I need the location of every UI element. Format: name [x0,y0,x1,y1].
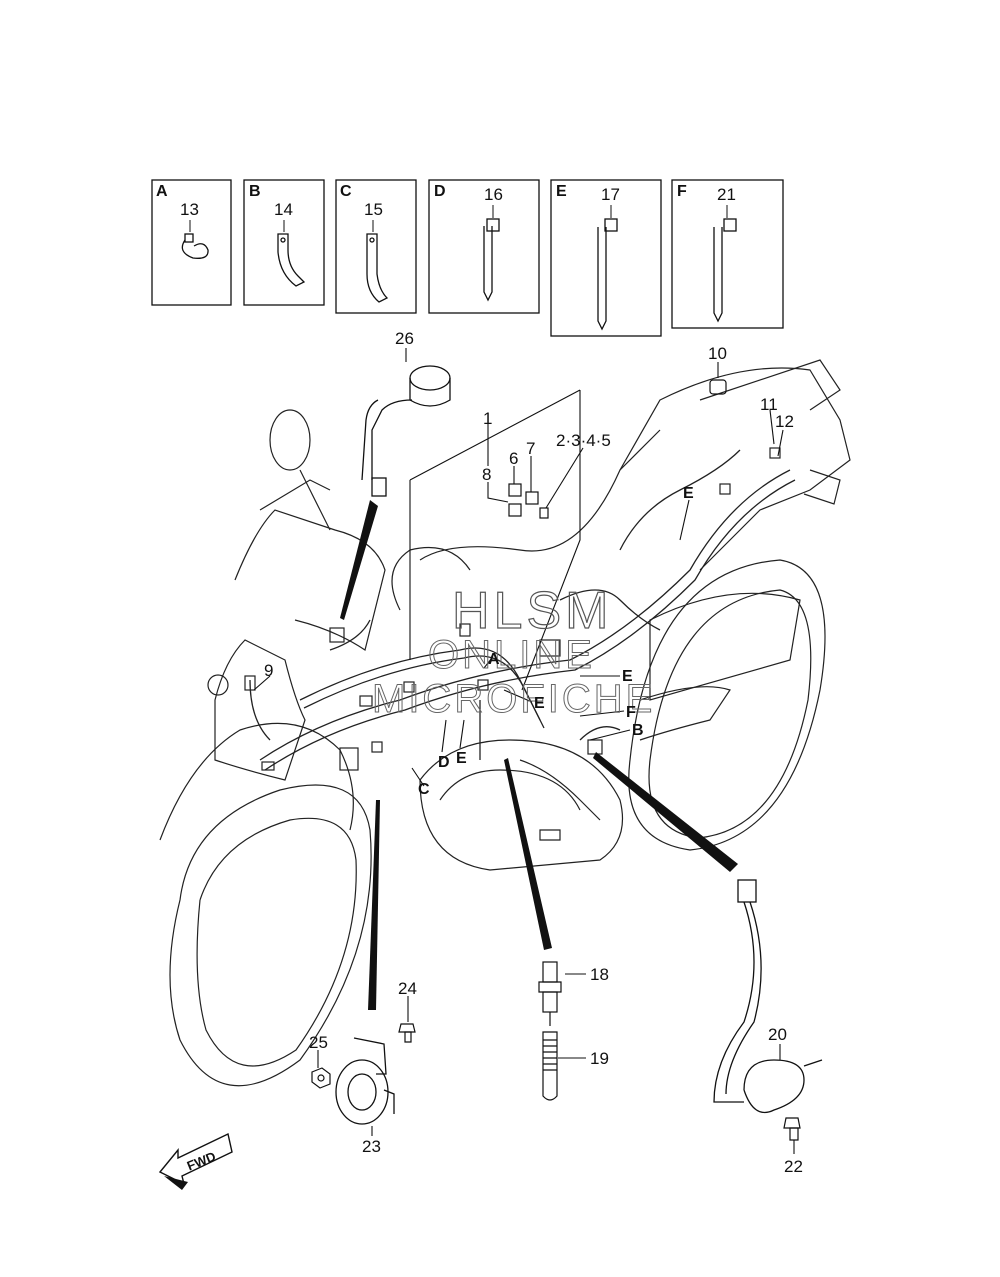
callout-7: 7 [526,439,535,458]
inset-part-17: 17 [601,185,620,204]
inset-letter-b: B [249,183,261,200]
pointer-wedges [340,500,738,1010]
callout-9: 9 [264,661,273,680]
inset-part-14: 14 [274,200,293,219]
inset-part-13: 13 [180,200,199,219]
callout-19: 19 [590,1049,609,1068]
wiring-harness [249,449,796,771]
bolt-22-icon [783,1117,801,1141]
watermark-line-3: MICROFICHE [372,677,655,721]
clamp-letter-d: D [438,754,450,771]
clamp-13-icon [181,233,209,259]
inset-part-21: 21 [717,185,736,204]
clamp-letter-a: A [488,651,500,668]
fwd-arrow-icon: FWD [158,1132,233,1190]
callout-23: 23 [362,1137,381,1156]
clamp-letter-e-mid: E [622,668,633,685]
inset-letter-f: F [677,183,687,200]
inset-box-f: F 21 [671,179,784,329]
sensor-20-icon [713,879,823,1114]
callout-8: 8 [482,465,491,484]
callout-12: 12 [775,412,794,431]
bolt-24-icon [398,1023,416,1043]
cable-tie-21-icon [713,218,737,323]
callout-11: 11 [760,395,778,414]
inset-box-b: B 14 [243,179,325,306]
cable-tie-17-icon [597,218,618,331]
motorcycle-outline [159,359,851,1087]
accessory-socket-26-icon [361,365,451,497]
callout-6: 6 [509,449,518,468]
inset-box-e: E 17 [550,179,662,337]
clamp-14-icon [277,233,306,287]
cable-tie-16-icon [483,218,500,302]
callout-labels: 26 1 2·3·4·5 6 7 8 9 10 11 12 18 19 20 2… [264,329,803,1176]
watermark-line-1: HLSM [452,582,612,640]
harness-connectors [244,447,781,771]
callout-20: 20 [768,1025,787,1044]
callout-24: 24 [398,979,417,998]
callout-22: 22 [784,1157,803,1176]
inset-box-a: A 13 [151,179,232,306]
inset-letter-e: E [556,183,567,200]
inset-letter-d: D [434,183,446,200]
callout-25: 25 [309,1033,328,1052]
clamp-letter-e-front: E [456,750,467,767]
callout-18: 18 [590,965,609,984]
clamp-letter-e-rear: E [683,485,694,502]
boot-19-icon [542,1031,558,1101]
relay-group-icon [508,483,549,519]
switch-18-icon [538,961,562,1026]
clamp-letter-f: F [626,704,636,721]
nut-25-icon [311,1067,331,1089]
watermark: HLSM ONLINE MICROFICHE [372,581,655,721]
callout-26: 26 [395,329,414,348]
inset-part-16: 16 [484,185,503,204]
callout-1: 1 [483,409,492,428]
inset-letter-a: A [156,183,168,200]
grommet-10-icon [709,379,727,395]
horn-23-icon [335,1037,395,1125]
callout-10: 10 [708,344,727,363]
clamp-letter-c: C [418,781,430,798]
clamp-letter-e-center: E [534,695,545,712]
leader-lines [253,348,795,1154]
callout-2-3-4-5: 2·3·4·5 [556,431,611,450]
inset-box-c: C 15 [335,179,417,314]
watermark-line-2: ONLINE [428,633,595,677]
inset-box-d: D 16 [428,179,540,314]
inset-part-15: 15 [364,200,383,219]
clamp-15-icon [366,233,389,303]
inset-letter-c: C [340,183,352,200]
clamp-letter-b: B [632,722,644,739]
clamp-letters: E A E E F B D E C [418,485,694,798]
